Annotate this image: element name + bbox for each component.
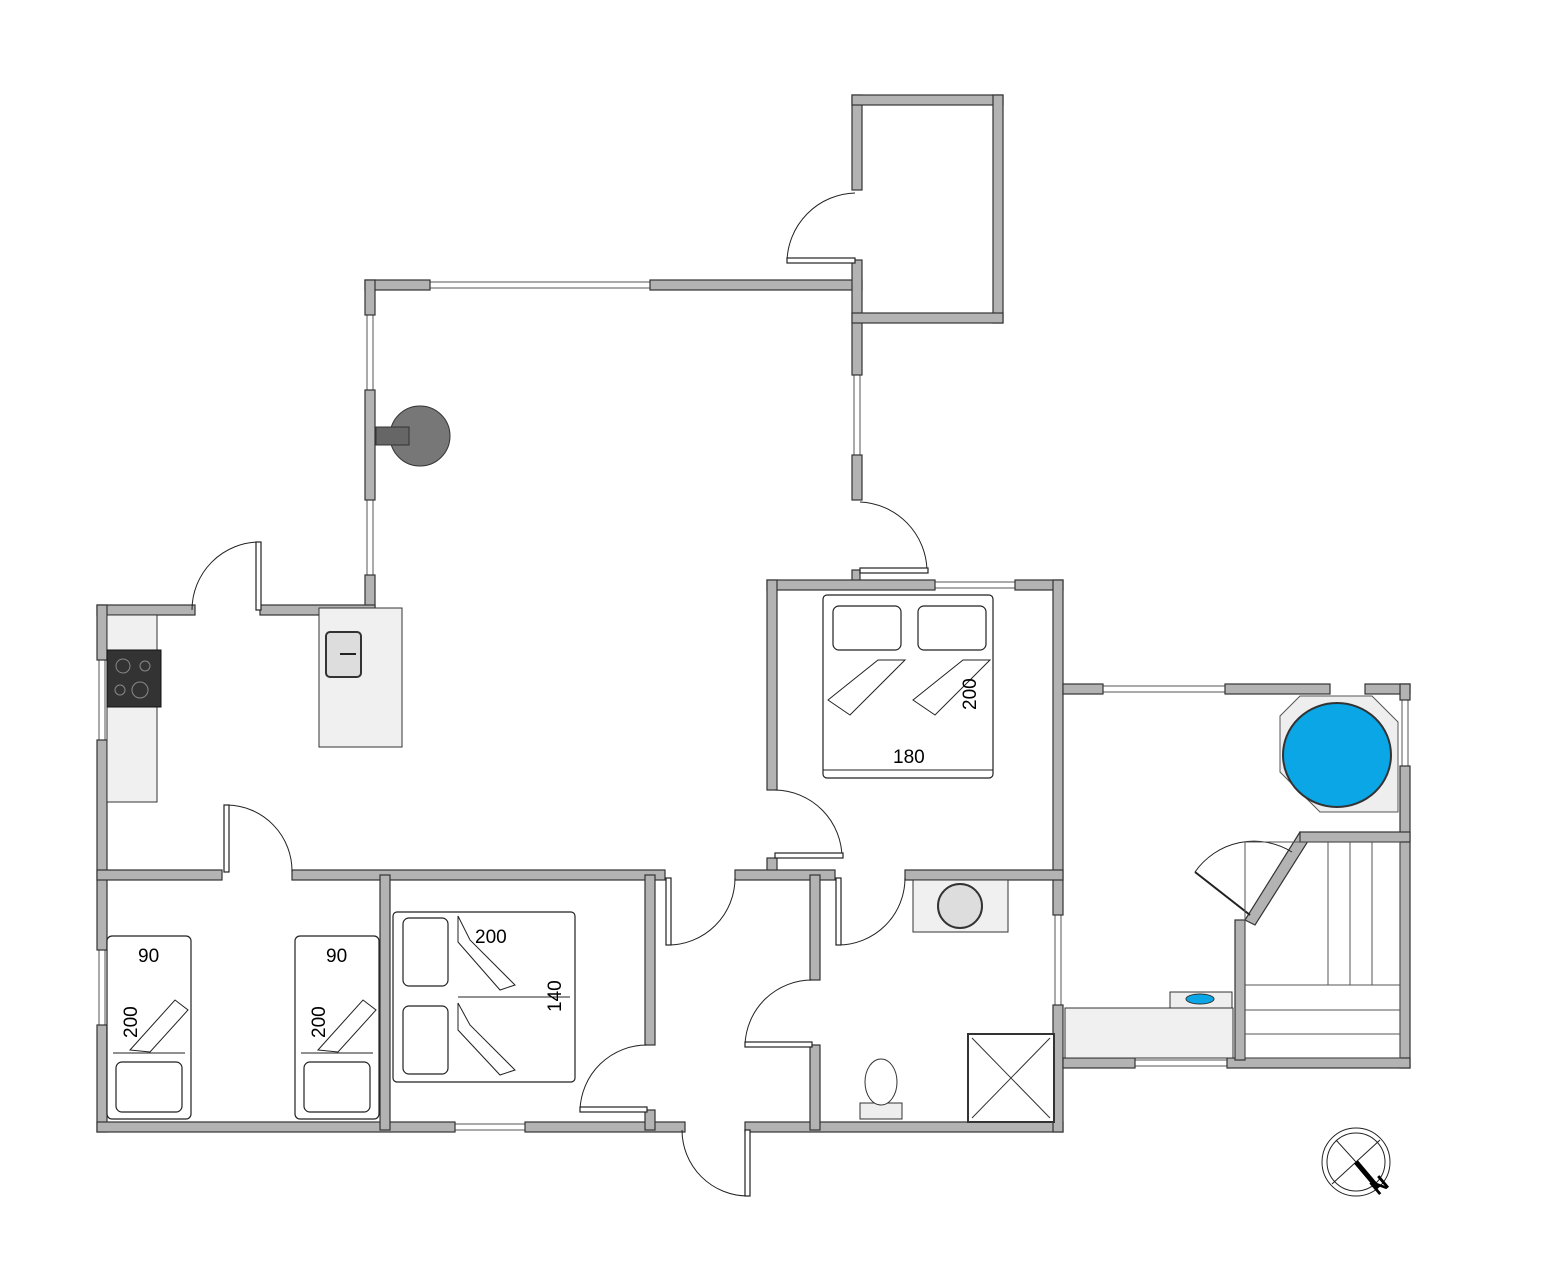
bed-width-label: 90	[326, 946, 347, 967]
compass: N	[1321, 1127, 1393, 1200]
wall	[992, 94, 1004, 324]
wall	[1224, 683, 1331, 695]
wall	[766, 579, 936, 591]
wall	[524, 1121, 686, 1133]
wall	[364, 389, 376, 501]
window	[452, 1123, 528, 1131]
wall	[1062, 683, 1104, 695]
annex-bench	[1064, 1007, 1234, 1059]
wall	[644, 1109, 656, 1131]
door-leaf	[859, 567, 929, 574]
door-leaf	[744, 1041, 813, 1048]
wall	[809, 874, 821, 981]
bed-length-label: 200	[960, 678, 981, 710]
window	[1134, 1059, 1228, 1067]
walls	[96, 94, 1411, 1133]
wall	[96, 604, 196, 616]
window	[1401, 699, 1409, 767]
door-leaf	[786, 257, 856, 264]
wall	[766, 579, 778, 791]
window	[1054, 912, 1062, 1008]
door-leaf	[665, 877, 672, 946]
wood-stove-icon	[375, 405, 451, 467]
window	[98, 949, 106, 1027]
single-bed-1: 90 200	[106, 935, 192, 1120]
door-swing-arc	[226, 804, 293, 873]
door-leaf	[1194, 871, 1251, 916]
door-swing-arc	[774, 789, 843, 859]
sink-icon	[325, 631, 362, 678]
wall	[1052, 579, 1064, 916]
door-leaf	[774, 852, 844, 859]
wall	[379, 874, 391, 1131]
door-leaf	[744, 1129, 751, 1197]
window	[98, 659, 106, 741]
kitchen	[106, 607, 403, 803]
wall	[96, 1024, 108, 1133]
kitchen-counter	[106, 614, 158, 803]
door-swing-arc	[786, 192, 856, 263]
window	[427, 281, 653, 289]
wall	[1299, 831, 1411, 843]
doors	[191, 192, 1293, 1197]
door-leaf	[579, 1106, 648, 1113]
wall	[1226, 1057, 1411, 1069]
wall	[851, 312, 1004, 324]
wall	[904, 869, 1064, 881]
door-swing-arc	[837, 877, 906, 946]
wall	[644, 874, 656, 1046]
wall	[851, 454, 863, 501]
wall	[364, 279, 376, 316]
wall	[96, 739, 108, 951]
wall	[809, 1044, 821, 1131]
wall	[96, 604, 108, 661]
master-bed: 200 180	[822, 594, 994, 779]
wall	[744, 1121, 1064, 1133]
bed-length-label: 200	[121, 1006, 142, 1038]
shower-icon	[967, 1033, 1055, 1123]
annex	[1064, 695, 1401, 1059]
door-leaf	[835, 877, 842, 946]
wall	[649, 279, 863, 291]
washbasin-icon	[937, 883, 983, 929]
window	[366, 497, 374, 577]
hot-tub-icon	[1279, 695, 1399, 813]
wall	[734, 869, 836, 881]
window	[932, 581, 1018, 589]
bed-length-label: 200	[475, 927, 507, 948]
window	[366, 314, 374, 392]
wall	[851, 94, 1004, 106]
sauna-benches	[1244, 841, 1401, 1059]
toilet-icon	[859, 1058, 903, 1120]
wall	[1062, 1057, 1136, 1069]
door-swing-arc	[667, 877, 736, 946]
door-swing-arc	[579, 1044, 648, 1111]
door-swing-arc	[191, 541, 261, 611]
wall	[96, 1121, 456, 1133]
door-leaf	[223, 804, 230, 873]
door-swing-arc	[744, 979, 813, 1046]
wall	[96, 869, 223, 881]
window	[853, 374, 861, 456]
north-arrow-icon	[1354, 1160, 1380, 1190]
bed-width-label: 140	[545, 980, 566, 1012]
sauna-heater-icon	[1169, 991, 1233, 1009]
wall	[851, 94, 863, 191]
door-swing-arc	[681, 1129, 749, 1197]
sauna-diagonal-wall	[1244, 831, 1311, 926]
bed-width-label: 180	[893, 747, 925, 768]
single-bed-2: 90 200	[294, 935, 380, 1120]
wall	[1234, 919, 1246, 1061]
bed-length-label: 200	[309, 1006, 330, 1038]
hob-icon	[106, 649, 162, 708]
wall	[291, 869, 666, 881]
bathroom	[859, 879, 1055, 1123]
wall	[1399, 683, 1411, 701]
door-swing-arc	[1194, 840, 1293, 873]
wall	[1399, 765, 1411, 1069]
double-bed: 200 140	[392, 911, 576, 1083]
bed-width-label: 90	[138, 946, 159, 967]
door-leaf	[255, 541, 262, 611]
door-swing-arc	[859, 501, 928, 571]
